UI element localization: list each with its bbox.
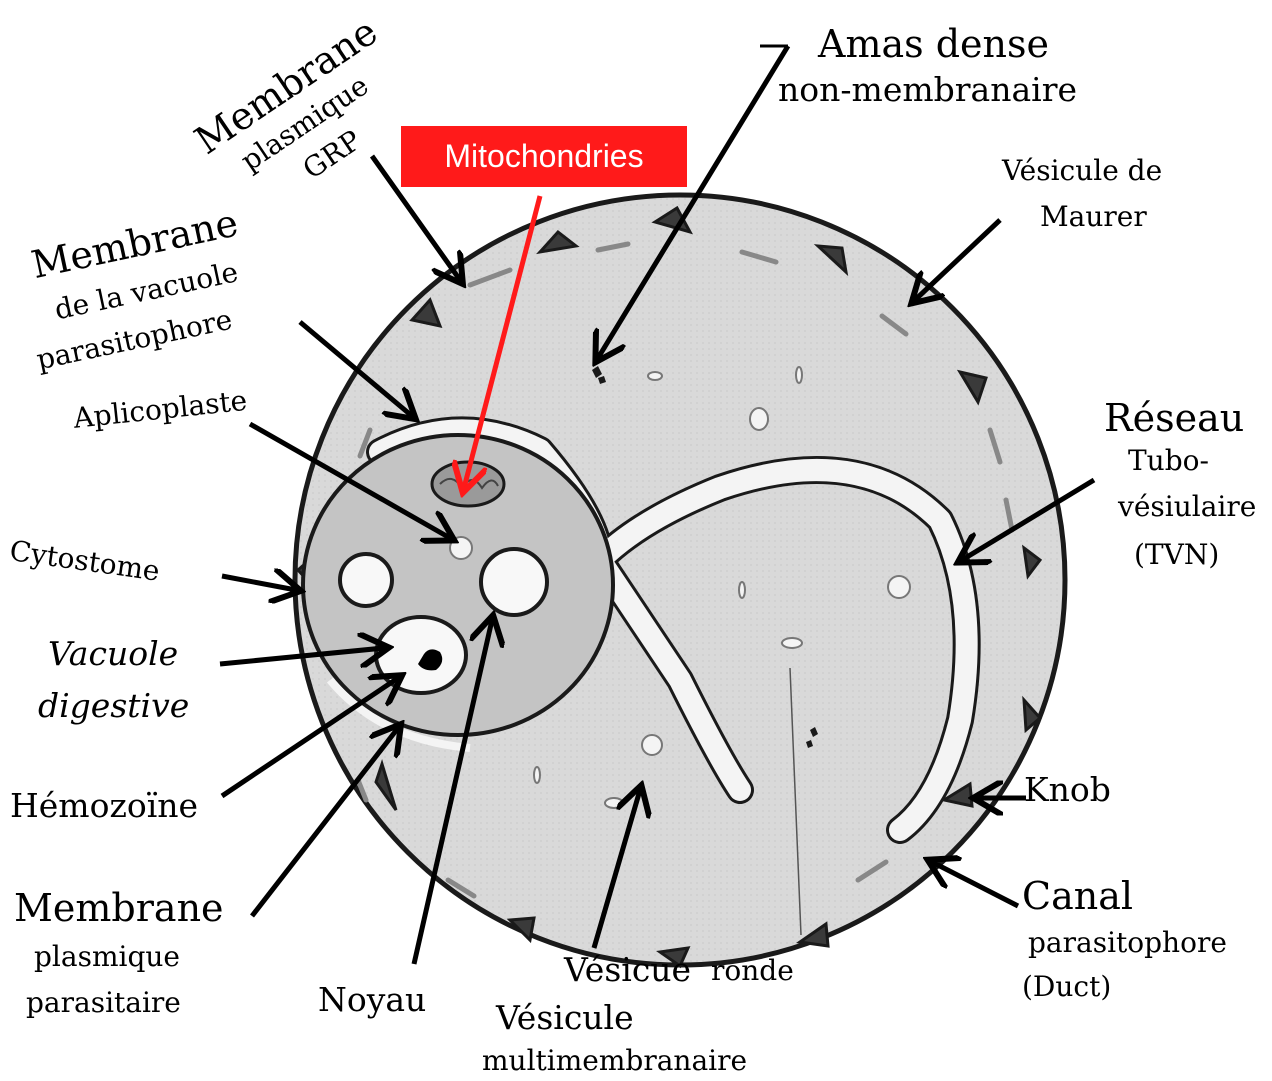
nucleus: [481, 549, 547, 615]
round-vesicle: [534, 767, 540, 783]
arrow-membrane-parasitaire: [252, 728, 398, 916]
label-canal-3: (Duct): [1022, 972, 1111, 1003]
label-amas-dense-2: non-membranaire: [778, 72, 1077, 108]
arrow-cytostome: [222, 576, 296, 590]
label-vacuole-digestive-1: Vacuole: [48, 636, 178, 672]
label-canal-1: Canal: [1022, 876, 1133, 918]
label-amas-dense-1: Amas dense: [818, 24, 1049, 66]
label-tubo: Tubo-: [1128, 446, 1209, 477]
mitochondries-label-box: Mitochondries: [401, 126, 687, 187]
round-vesicle: [739, 582, 745, 598]
arrow-maurer: [915, 220, 1000, 300]
label-maurer-1: Vésicule de: [1002, 156, 1162, 187]
label-membrane-parasitaire-1: Membrane: [14, 888, 224, 930]
round-vesicle: [796, 367, 802, 383]
arrow-canal: [932, 862, 1018, 906]
label-noyau: Noyau: [318, 982, 426, 1018]
apicoplast: [450, 537, 472, 559]
label-membrane-parasitaire-2: plasmique: [34, 942, 180, 973]
label-membrane-parasitaire-3: parasitaire: [26, 988, 181, 1019]
round-vesicle: [642, 735, 662, 755]
label-hemozoine: Hémozoïne: [10, 788, 198, 824]
cytostome: [340, 554, 392, 606]
label-reseau: Réseau: [1104, 398, 1244, 440]
label-vesicule-multi-2: multimembranaire: [482, 1046, 747, 1077]
label-canal-2: parasitophore: [1028, 928, 1227, 959]
label-vesicule-multi-1: Vésicule: [496, 1000, 634, 1036]
round-vesicle: [750, 408, 768, 430]
label-tvn: (TVN): [1134, 540, 1219, 571]
label-knob: Knob: [1024, 772, 1111, 808]
round-vesicle: [605, 798, 623, 808]
label-vacuole-digestive-2: digestive: [38, 688, 189, 724]
round-vesicle: [648, 372, 662, 380]
label-vesicue: Vésicue: [564, 952, 691, 988]
round-vesicle: [888, 576, 910, 598]
label-ronde: ronde: [711, 956, 794, 987]
round-vesicle: [782, 638, 802, 648]
label-vesiulaire: vésiulaire: [1118, 492, 1256, 523]
label-maurer-2: Maurer: [1040, 202, 1147, 233]
